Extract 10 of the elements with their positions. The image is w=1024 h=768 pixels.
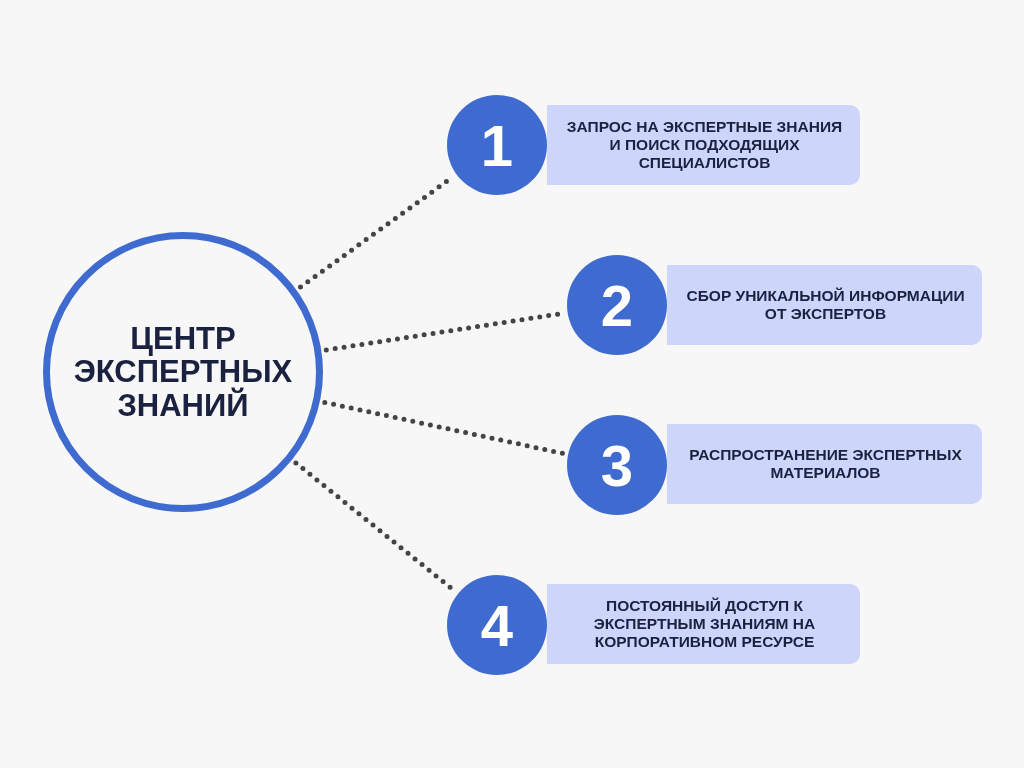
step-number-circle: 4 xyxy=(447,575,547,675)
step-number-circle: 3 xyxy=(567,415,667,515)
dotted-connector xyxy=(322,399,566,456)
step-label-box: ПОСТОЯННЫЙ ДОСТУП К ЭКСПЕРТНЫМ ЗНАНИЯМ НА КОРПОРАТИВНОМ РЕСУРСЕ xyxy=(547,584,860,664)
step-label-box: ЗАПРОС НА ЭКСПЕРТНЫЕ ЗНАНИЯ И ПОИСК ПОДХОДЯЩИХ СПЕЦИАЛИСТОВ xyxy=(547,105,860,185)
hub-circle: ЦЕНТР ЭКСПЕРТНЫХ ЗНАНИЙ xyxy=(43,232,323,512)
step-number-circle: 1 xyxy=(447,95,547,195)
step-number-circle: 2 xyxy=(567,255,667,355)
step-label-box: РАСПРОСТРАНЕНИЕ ЭКСПЕРТНЫХ МАТЕРИАЛОВ xyxy=(667,424,982,504)
step-label-box: СБОР УНИКАЛЬНОЙ ИНФОРМАЦИИ ОТ ЭКСПЕРТОВ xyxy=(667,265,982,345)
